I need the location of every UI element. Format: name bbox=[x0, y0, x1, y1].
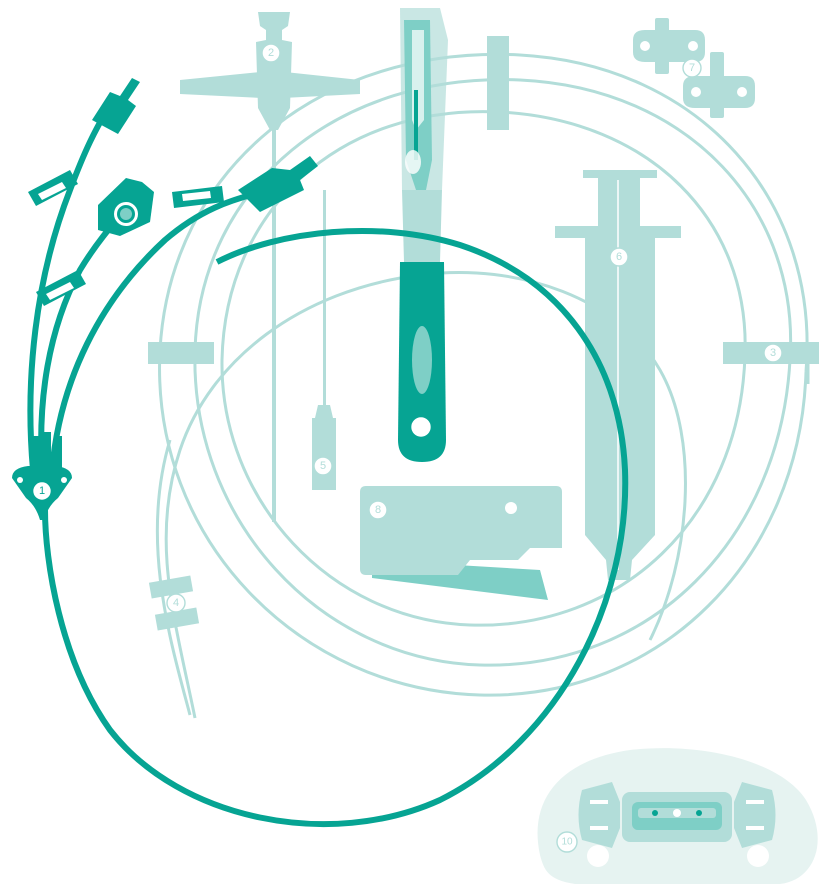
label-1: 1 bbox=[34, 483, 50, 499]
svg-text:10: 10 bbox=[561, 837, 573, 848]
label-4: 4 bbox=[167, 594, 185, 612]
svg-text:1: 1 bbox=[39, 485, 45, 497]
svg-text:2: 2 bbox=[268, 47, 274, 59]
label-8: 8 bbox=[369, 501, 387, 519]
label-5: 5 bbox=[314, 457, 332, 475]
label-3: 3 bbox=[764, 344, 782, 362]
guidewire-clip bbox=[148, 342, 214, 364]
label-9: 9 bbox=[412, 418, 430, 436]
label-7: 7 bbox=[683, 59, 701, 77]
label-2: 2 bbox=[262, 44, 280, 62]
guidewire-coil bbox=[160, 54, 819, 695]
svg-text:3: 3 bbox=[770, 347, 776, 359]
label-6: 6 bbox=[610, 248, 628, 266]
svg-text:8: 8 bbox=[375, 504, 381, 516]
svg-text:9: 9 bbox=[418, 421, 424, 433]
blade-guard bbox=[360, 486, 562, 600]
guidewire-advancer bbox=[487, 36, 509, 130]
svg-text:4: 4 bbox=[173, 597, 179, 609]
svg-text:5: 5 bbox=[320, 460, 326, 472]
label-10: 10 bbox=[557, 832, 577, 852]
svg-text:6: 6 bbox=[616, 251, 622, 263]
securement-device bbox=[538, 748, 818, 884]
svg-text:7: 7 bbox=[689, 62, 695, 74]
